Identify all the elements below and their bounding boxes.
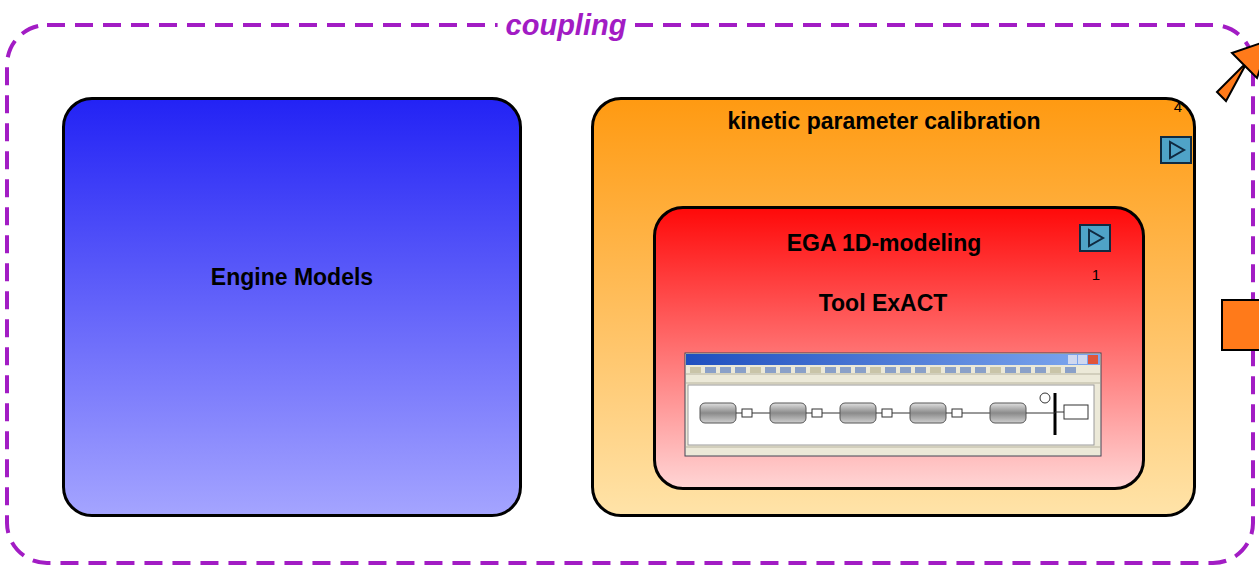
callout-number: 1	[1092, 266, 1100, 283]
coupling-outline	[7, 25, 1253, 563]
coupling-group: couplingEngine Modelskinetic parameter c…	[7, 25, 1253, 563]
group-heading: coupling	[498, 9, 635, 42]
box-heading: kinetic parameter calibration	[727, 108, 1040, 135]
play-button	[1161, 137, 1191, 163]
callout-number: 4	[1174, 98, 1182, 115]
box-label: Engine Models	[211, 264, 373, 291]
output-arrow	[1217, 40, 1259, 101]
output-arrow	[1222, 300, 1259, 350]
process-box: Engine Models	[62, 97, 522, 517]
box-label: Tool ExACT	[819, 290, 948, 317]
software-screenshot	[685, 353, 1101, 456]
play-button	[1080, 225, 1110, 251]
box-heading: EGA 1D-modeling	[787, 230, 982, 257]
